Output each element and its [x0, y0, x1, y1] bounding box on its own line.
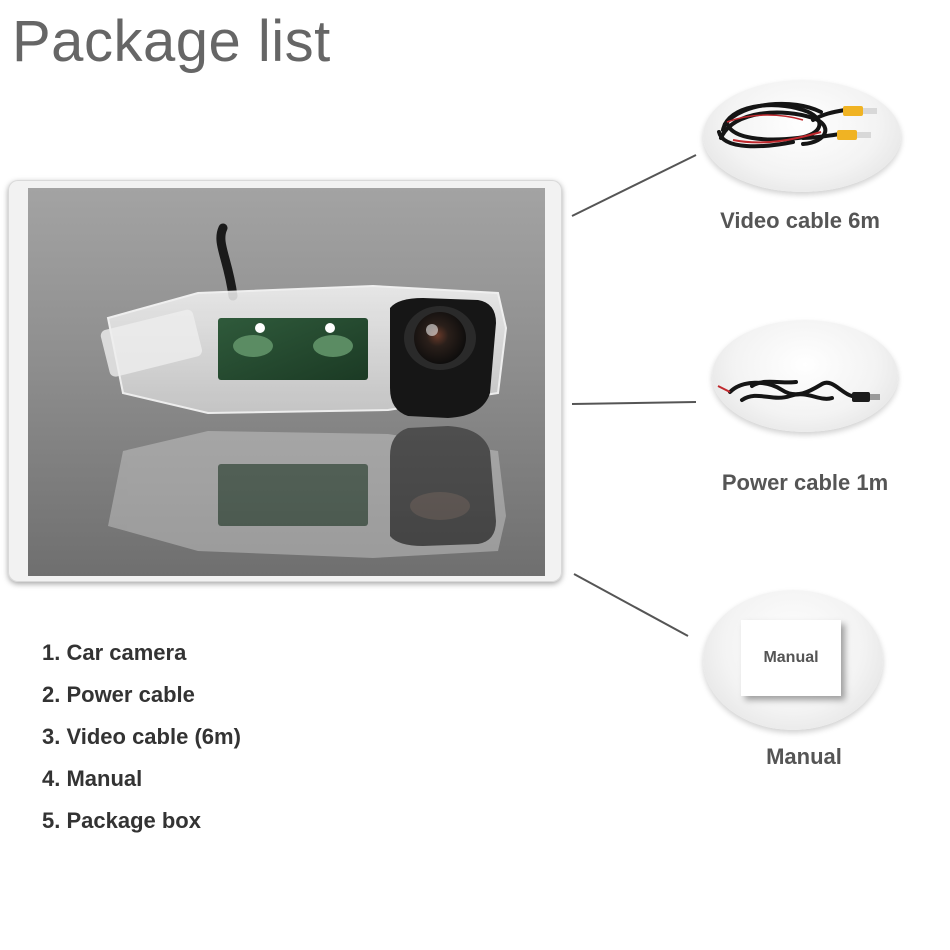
- manual-caption: Manual: [766, 744, 842, 769]
- manual-thumbnail: Manual: [703, 590, 883, 730]
- list-item: 5. Package box: [42, 808, 201, 833]
- camera-photo-frame: [8, 180, 562, 582]
- package-items-list: 1. Car camera 2. Power cable 3. Video ca…: [42, 636, 241, 846]
- power-cable-caption: Power cable 1m: [721, 470, 889, 495]
- list-item: 2. Power cable: [42, 682, 195, 707]
- manual-booklet-label: Manual: [763, 649, 819, 666]
- video-cable-caption: Video cable 6m: [720, 208, 880, 233]
- list-item: 1. Car camera: [42, 640, 187, 665]
- power-cable-thumbnail: [712, 320, 898, 432]
- list-item: 3. Video cable (6m): [42, 724, 241, 749]
- list-item: 4. Manual: [42, 766, 143, 791]
- manual-booklet: Manual: [741, 620, 841, 696]
- video-cable-thumbnail: [703, 80, 901, 192]
- connector-line-power: [571, 401, 697, 405]
- car-camera-photo: [28, 188, 545, 576]
- connector-line-video: [571, 154, 697, 217]
- page-title: Package list: [12, 9, 331, 74]
- connector-line-manual: [573, 573, 689, 637]
